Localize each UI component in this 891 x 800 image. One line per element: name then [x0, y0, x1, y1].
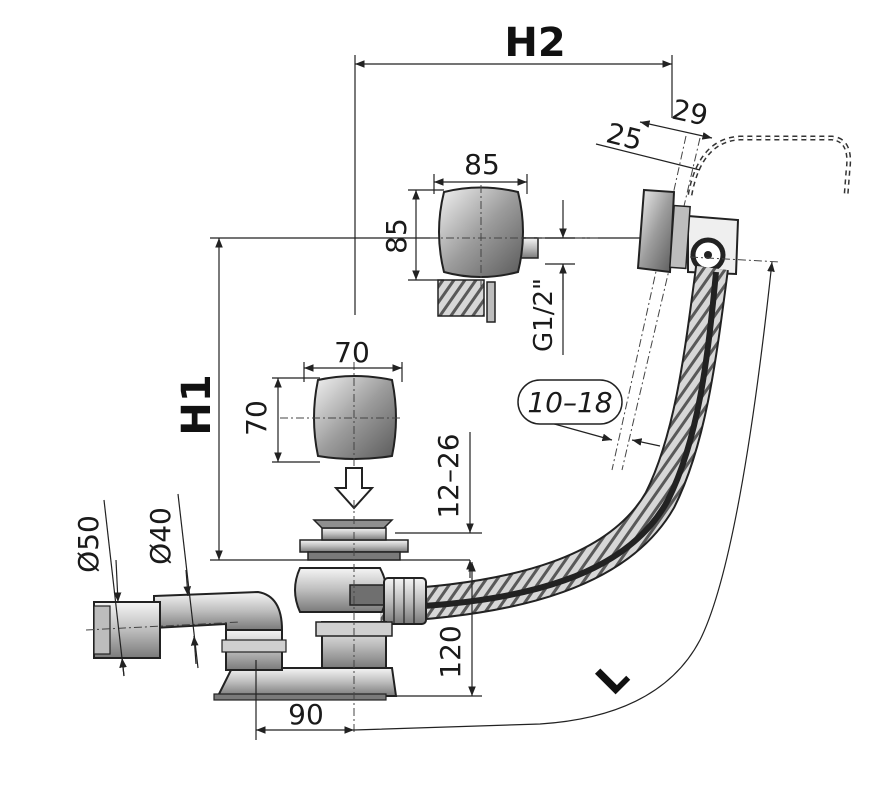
overflow-cover-knob — [430, 185, 600, 323]
wall-29-label: 29 — [669, 93, 711, 133]
cap70-width-dimension: 70 — [303, 336, 403, 382]
tub-range-label: 12–26 — [432, 433, 465, 518]
wall-29-dimension: 29 — [639, 93, 713, 140]
knob85-width-dimension: 85 — [433, 148, 528, 194]
waste-body — [85, 500, 427, 734]
h2-label: H2 — [504, 20, 565, 66]
thread-g12-label: G1/2" — [529, 278, 559, 352]
knob85-width-label: 85 — [464, 148, 500, 181]
knob85-height-dimension: 85 — [380, 189, 444, 281]
diameter-40-dimension: Ø40 — [144, 493, 199, 669]
flexible-hose — [379, 265, 729, 623]
tub-range-dimension: 12–26 — [395, 432, 482, 578]
overflow-body — [611, 135, 852, 471]
length-l-label: L — [588, 654, 639, 705]
thread-g12-dimension: G1/2" — [529, 200, 575, 355]
diameter-40-label: Ø40 — [144, 507, 177, 565]
cap70-height-dimension: 70 — [240, 377, 320, 463]
wall-range-dimension: 10–18 — [517, 379, 661, 447]
h2-dimension: H2 — [354, 20, 673, 315]
waste-cap-knob — [280, 362, 400, 510]
diameter-50-label: Ø50 — [72, 515, 105, 573]
h1-label: H1 — [174, 374, 220, 435]
knob85-height-label: 85 — [380, 218, 413, 254]
height-120-dimension: 120 — [390, 562, 482, 697]
width-90-dimension: 90 — [255, 660, 354, 740]
cap70-width-label: 70 — [334, 336, 370, 369]
wall-range-label: 10–18 — [527, 386, 612, 419]
h1-dimension: H1 — [174, 237, 640, 561]
cap70-height-label: 70 — [240, 400, 273, 436]
wall-25-label: 25 — [603, 116, 646, 157]
height-120-label: 120 — [434, 625, 467, 678]
diameter-50-dimension: Ø50 — [72, 499, 127, 677]
width-90-label: 90 — [288, 698, 324, 731]
